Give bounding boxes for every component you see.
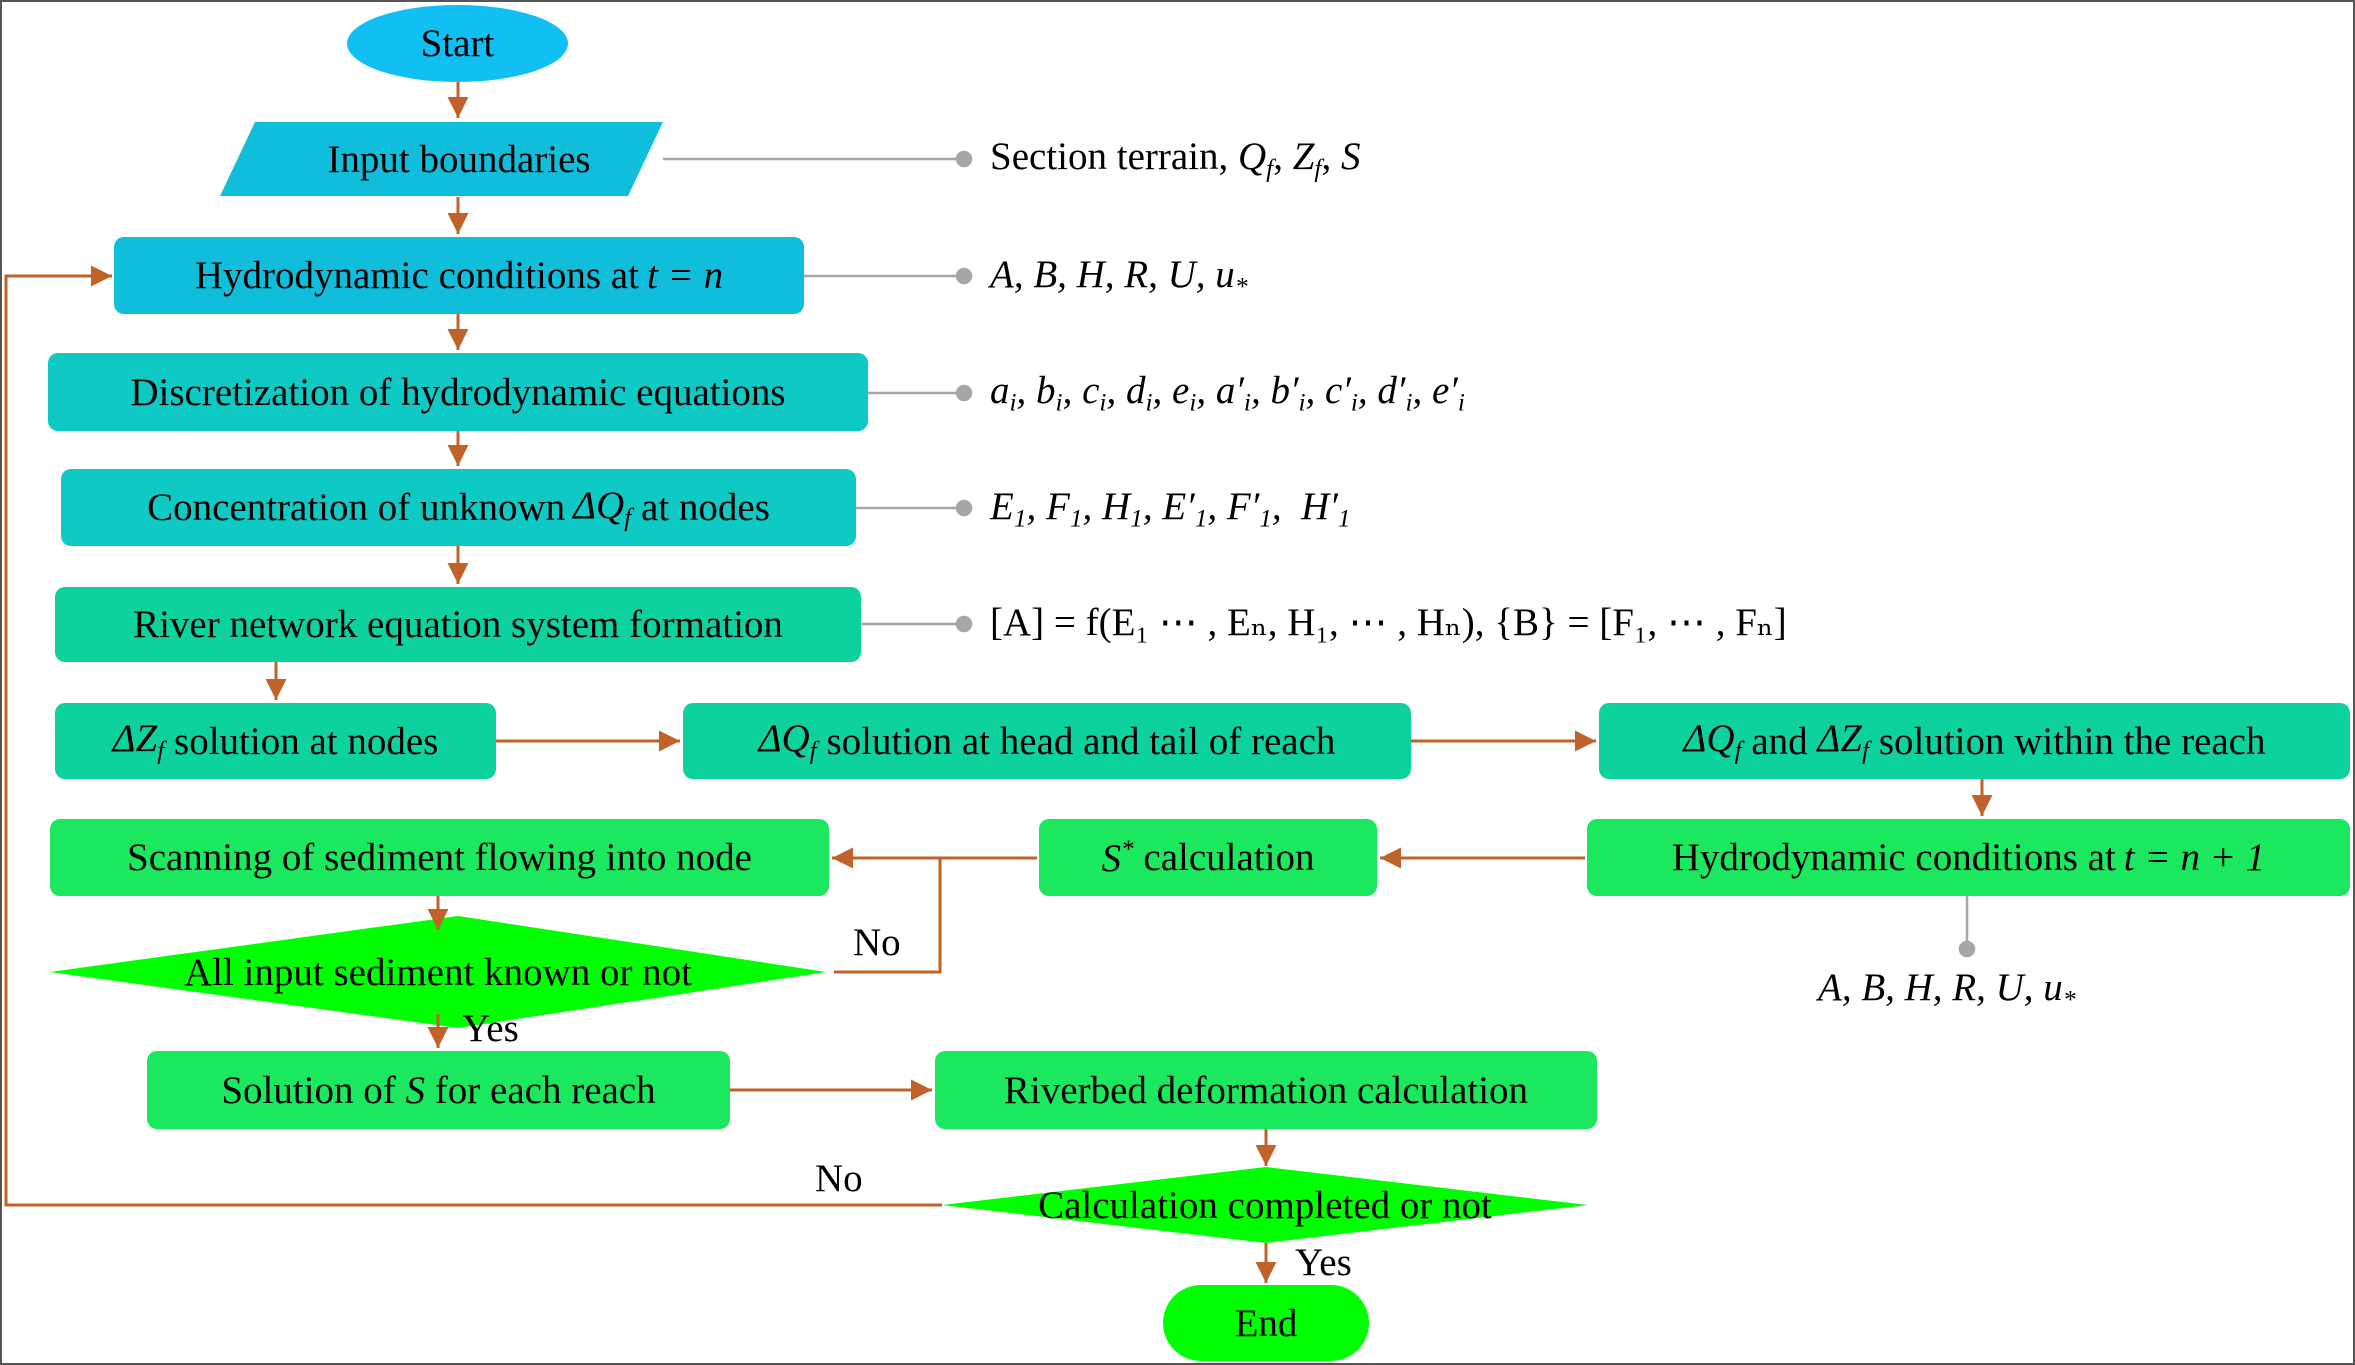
loop-no-calc-completed — [4, 265, 942, 1207]
all-input-decision: All input sediment known or not — [183, 950, 693, 994]
loop-no-all-input — [834, 858, 942, 974]
riverbed-box: Riverbed deformation calculation — [935, 1051, 1597, 1129]
concentration-box: Concentration of unknown ΔQf at nodes — [61, 469, 856, 546]
label-yes-calc-completed: Yes — [1295, 1241, 1352, 1284]
connector-dot-hydro-n1 — [1958, 940, 1976, 958]
label-hydro-vars: A, B, H, R, U, u* — [990, 253, 1248, 301]
label-hydro-vars-n1: A, B, H, R, U, u* — [1818, 966, 2076, 1014]
label-yes-all-input: Yes — [462, 1007, 519, 1050]
hydro-conditions-t-n1: Hydrodynamic conditions at t = n + 1 — [1587, 819, 2350, 896]
label-nodal-coefficients: E1, F1, H1, E′1, F′1, H′1 — [990, 485, 1351, 533]
hydro-conditions-t-n: Hydrodynamic conditions at t = n — [114, 237, 804, 314]
connector-dot-concentration — [955, 499, 973, 517]
label-no-all-input: No — [853, 921, 901, 964]
label-no-calc-completed: No — [815, 1157, 863, 1200]
label-system-formula: [A] = f(E₁ ⋯ , Eₙ, H₁, ⋯ , Hₙ), {B} = [F… — [990, 601, 1787, 644]
all-input-decision-shape — [50, 916, 826, 1028]
calc-completed-decision-shape — [942, 1167, 1588, 1243]
calc-completed-decision: Calculation completed or not — [1038, 1183, 1492, 1227]
end-terminal: End — [1163, 1285, 1369, 1361]
dz-nodes-box: ΔZf solution at nodes — [55, 703, 496, 779]
label-coefficients: ai, bi, ci, di, ei, a′i, b′i, c′i, d′i, … — [990, 369, 1465, 417]
s-star-box: S* calculation — [1039, 819, 1377, 896]
scanning-box: Scanning of sediment flowing into node — [50, 819, 829, 896]
solution-s-box: Solution of S for each reach — [147, 1051, 730, 1129]
discretization-box: Discretization of hydrodynamic equations — [48, 353, 868, 431]
start-terminal: Start — [347, 5, 568, 82]
river-network-box: River network equation system formation — [55, 587, 861, 662]
label-section-terrain: Section terrain, Qf, Zf, S — [990, 135, 1361, 183]
input-boundaries-shape — [220, 122, 663, 196]
input-boundaries: Input boundaries — [327, 137, 591, 181]
connector-dot-network — [955, 615, 973, 633]
dq-head-tail-box: ΔQf solution at head and tail of reach — [683, 703, 1411, 779]
connector-dot-discretization — [955, 384, 973, 402]
connector-dot-input — [955, 150, 973, 168]
dq-dz-reach-box: ΔQf and ΔZf solution within the reach — [1599, 703, 2350, 779]
connector-dot-hydro — [955, 267, 973, 285]
